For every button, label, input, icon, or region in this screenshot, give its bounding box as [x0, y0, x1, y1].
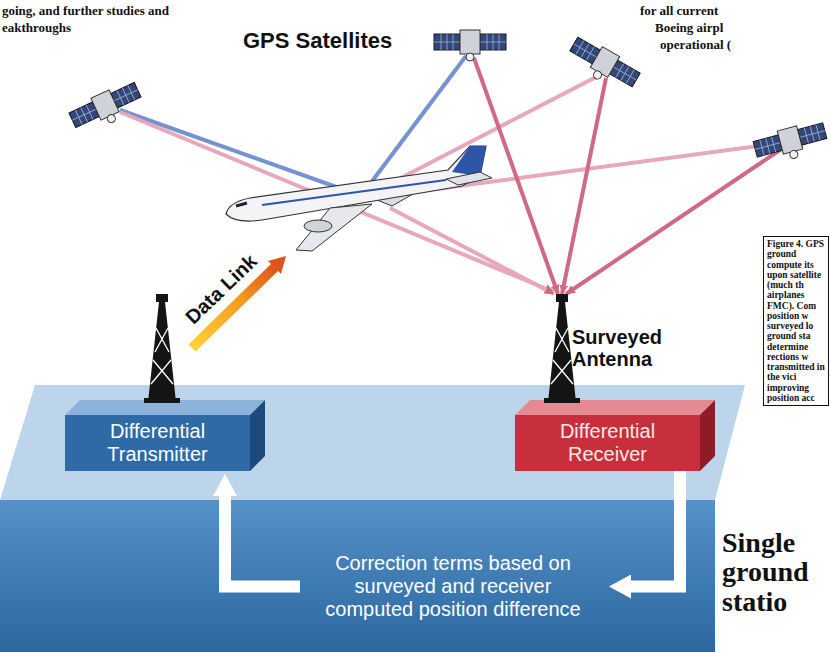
satellites-label: GPS Satellites [243, 28, 392, 54]
correction-note: Correction terms based on surveyed and r… [300, 548, 606, 625]
gps-satellite [434, 30, 506, 61]
column-text: eakthroughs [2, 20, 71, 36]
platform-front [0, 500, 715, 652]
column-text: Boeing airpl [655, 20, 723, 36]
gps-satellite [564, 34, 642, 97]
transmitter-box: Differential Transmitter [65, 415, 250, 471]
receiver-box: Differential Receiver [515, 415, 700, 471]
airplane [226, 146, 492, 251]
node-text: Correction terms based on surveyed and r… [308, 552, 598, 621]
column-text: for all current [640, 3, 718, 19]
gps-satellite [67, 79, 145, 138]
node-text: Differential Receiver [523, 420, 692, 466]
figure-caption: Figure 4. GPS ground compute its upon sa… [763, 236, 829, 406]
platform-top [0, 385, 745, 500]
column-text: operational ( [660, 37, 731, 53]
correction-arrow [631, 471, 680, 587]
gps-satellite [752, 119, 830, 168]
transmitter-tower [144, 294, 180, 403]
node-text: Differential Transmitter [73, 420, 242, 466]
correction-arrow [225, 496, 300, 587]
column-text: going, and further studies and [2, 3, 169, 19]
signal-lines [120, 56, 780, 294]
section-heading: Single ground statio [722, 528, 830, 616]
box-side-face [250, 400, 265, 471]
data-link-label: Data Link [180, 249, 261, 329]
antenna-label: Surveyed Antenna [572, 326, 678, 370]
box-side-face [700, 400, 715, 471]
